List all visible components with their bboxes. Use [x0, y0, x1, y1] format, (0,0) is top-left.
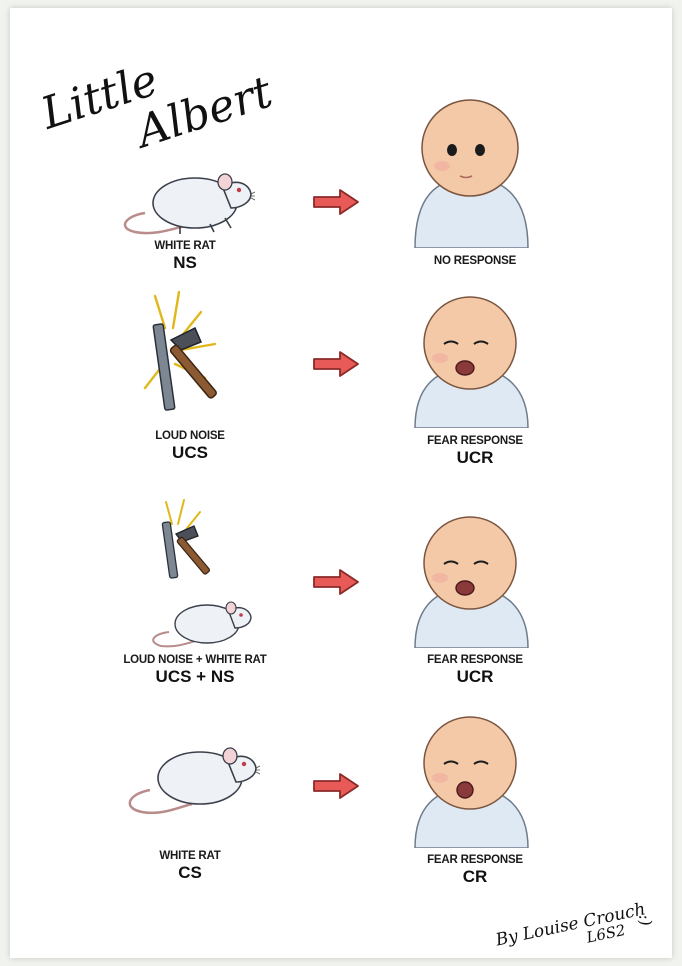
stimulus-label-2: LOUD NOISE — [125, 430, 255, 442]
response-label-1: NO RESPONSE — [405, 255, 545, 267]
response-code-4: CR — [405, 867, 545, 887]
signature-smiley: :) — [635, 913, 656, 928]
hammer-noise-illustration — [135, 288, 245, 418]
baby-neutral-illustration — [410, 88, 530, 248]
baby-crying-illustration — [410, 708, 530, 848]
stimulus-code-1: NS — [120, 253, 250, 273]
stimulus-label-3: LOUD NOISE + WHITE RAT — [95, 654, 295, 666]
stimulus-label-4: WHITE RAT — [125, 850, 255, 862]
response-code-3: UCR — [405, 667, 545, 687]
hammer-noise-illustration — [150, 498, 230, 588]
title-handwritten: Little Albert — [40, 26, 280, 166]
white-rat-illustration — [115, 158, 255, 238]
baby-crying-illustration — [410, 508, 530, 648]
row-3: LOUD NOISE + WHITE RAT UCS + NS FEAR RES… — [10, 498, 672, 698]
stimulus-label-1: WHITE RAT — [120, 240, 250, 252]
artist-signature: By Louise Crouch L6S2 :) — [490, 888, 680, 958]
stimulus-code-4: CS — [125, 863, 255, 883]
stimulus-code-3: UCS + NS — [95, 667, 295, 687]
response-code-2: UCR — [405, 448, 545, 468]
white-rat-illustration — [120, 728, 260, 818]
arrow-right-icon — [312, 772, 360, 800]
response-label-2: FEAR RESPONSE — [405, 435, 545, 447]
row-4: WHITE RAT CS FEAR RESPONSE CR — [10, 708, 672, 888]
response-label-4: FEAR RESPONSE — [405, 854, 545, 866]
arrow-right-icon — [312, 350, 360, 378]
arrow-right-icon — [312, 568, 360, 596]
white-rat-illustration — [145, 590, 255, 650]
response-label-3: FEAR RESPONSE — [405, 654, 545, 666]
baby-crying-illustration — [410, 288, 530, 428]
stimulus-code-2: UCS — [125, 443, 255, 463]
arrow-right-icon — [312, 188, 360, 216]
row-2: LOUD NOISE UCS FEAR RESPONSE UCR — [10, 288, 672, 488]
row-1: WHITE RAT NS NO RESPONSE — [10, 148, 672, 288]
poster: Little Albert WHITE RAT NS NO RESPONSE — [10, 8, 672, 958]
